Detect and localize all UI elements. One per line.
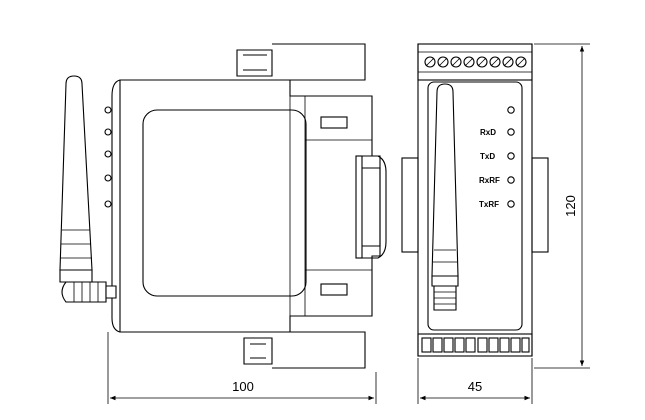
led-label-rxrf: RxRF	[479, 176, 500, 185]
dimension-depth: 45	[417, 358, 533, 404]
dimension-label-width: 100	[232, 379, 254, 394]
led-label-txrf: TxRF	[479, 200, 499, 209]
front-label-window	[142, 109, 307, 297]
antenna-icon	[431, 83, 459, 311]
led-indicator-icon	[507, 106, 515, 114]
antenna-icon	[59, 75, 117, 303]
din-rail-clip-icon	[355, 155, 387, 259]
din-rail-left	[401, 157, 419, 253]
din-rail-right	[531, 157, 549, 253]
front-panel	[427, 81, 523, 331]
top-terminal-block	[417, 43, 533, 81]
vent-slot-bottom	[320, 283, 348, 296]
dimension-label-height: 120	[563, 195, 578, 217]
led-label-rxd: RxD	[480, 128, 496, 137]
led-group: RxD TxD RxRF TxRF	[479, 106, 515, 209]
led-indicator-icon	[507, 176, 515, 184]
bottom-din-clip	[243, 331, 366, 369]
led-indicator-icon	[507, 128, 515, 136]
led-indicator-icon	[507, 152, 515, 160]
dimension-label-depth: 45	[468, 379, 482, 394]
dimension-height: 120	[534, 43, 590, 369]
screw-terminal-icon	[424, 56, 527, 68]
dimension-width: 100	[107, 332, 377, 404]
led-label-txd: TxD	[480, 152, 495, 161]
bottom-terminal-block	[417, 333, 533, 357]
vent-slot-top	[320, 116, 348, 129]
front-view: RxD TxD RxRF TxRF	[401, 43, 549, 357]
side-indicators	[104, 106, 112, 208]
top-din-clip	[236, 43, 366, 81]
led-indicator-icon	[507, 200, 515, 208]
side-view	[59, 43, 387, 369]
device-body-outline	[119, 79, 381, 333]
